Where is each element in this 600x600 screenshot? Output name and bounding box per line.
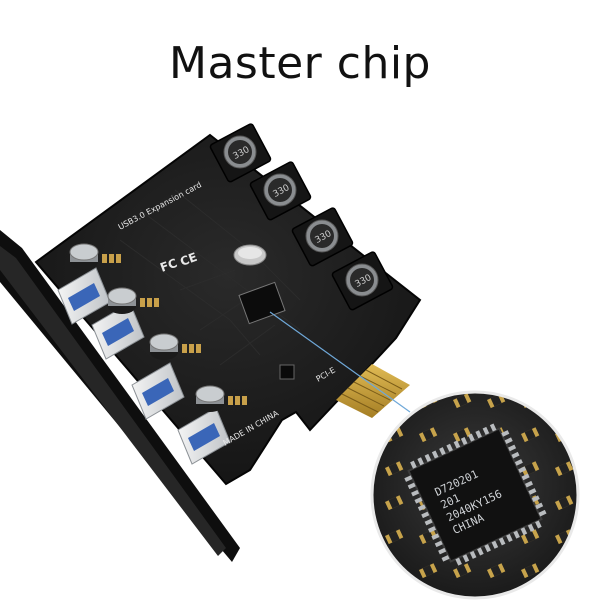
pci-bracket	[0, 230, 240, 562]
inductor: 330	[331, 251, 394, 311]
inductor: 330	[291, 207, 354, 267]
capacitor	[149, 333, 201, 360]
controller-chip	[238, 281, 286, 325]
pcie-gold-fingers	[336, 364, 410, 418]
chip-magnifier: D720201 201 2040KY156 CHINA	[370, 390, 580, 600]
usb-ports	[57, 267, 231, 465]
inductor: 330	[209, 123, 272, 183]
ce-mark: CE	[178, 250, 199, 269]
fc-mark: FC	[158, 256, 179, 275]
smd-component	[555, 563, 574, 579]
capacitor	[69, 243, 121, 270]
capacitors	[69, 243, 247, 412]
inductor: 330	[249, 161, 312, 221]
small-ic	[279, 364, 295, 380]
smd-component	[555, 393, 574, 409]
page-title: Master chip	[169, 38, 431, 89]
crystal-oscillator	[233, 244, 267, 266]
usb-port	[177, 407, 231, 465]
capacitor	[107, 287, 159, 314]
capacitor	[195, 385, 247, 412]
usb-port	[131, 362, 185, 420]
callout-line	[269, 311, 411, 413]
